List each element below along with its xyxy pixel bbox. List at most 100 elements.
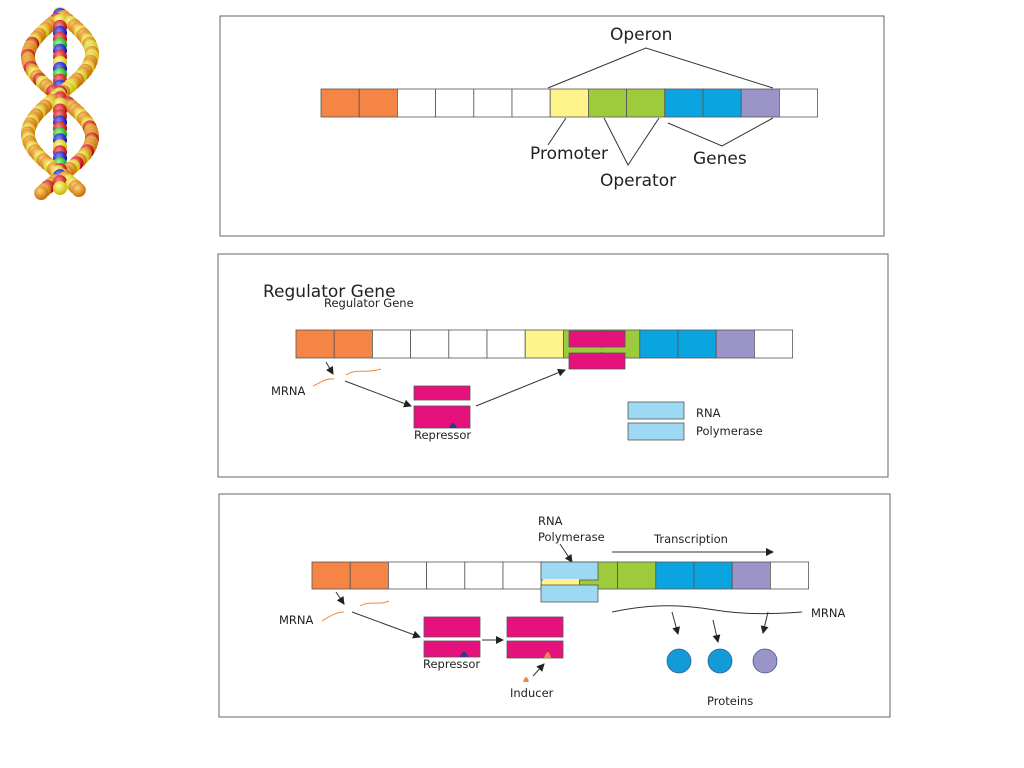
operon-bracket <box>547 47 774 89</box>
dna-segment-empty <box>779 88 819 118</box>
genes-pointer <box>667 117 774 147</box>
regulator-gene-title: Regulator Gene <box>263 282 396 302</box>
panel-3-frame <box>218 493 891 718</box>
dna-helix-image <box>21 7 99 200</box>
dna-segment-empty <box>502 561 542 590</box>
genes-label: Genes <box>693 149 747 169</box>
dna-segment-regulator <box>311 561 351 590</box>
dna-segment-regulator <box>358 88 398 118</box>
promoter-label: Promoter <box>530 144 608 164</box>
mrna-squiggle <box>345 368 382 376</box>
arrow <box>351 611 421 639</box>
repressor-site-shape <box>449 423 457 428</box>
repressor-label: Repressor <box>423 657 480 671</box>
arrow <box>760 611 769 634</box>
polymerase-label-line1: RNA <box>696 406 721 420</box>
dna-segment-regulator <box>333 329 373 359</box>
dna-segment-empty <box>464 561 504 590</box>
dna-segment-empty <box>396 88 436 118</box>
polymerase-shape <box>627 422 685 441</box>
helix-atom <box>71 183 86 197</box>
rna-polymerase <box>627 401 685 441</box>
operator-label: Operator <box>600 171 676 191</box>
dna-segment-empty <box>387 561 427 590</box>
inactivated-repressor <box>506 616 564 659</box>
dna-strip-1 <box>320 88 819 118</box>
repressor-shape <box>423 616 481 638</box>
panel-induced-operon: RNA Polymerase Transcription MRNA Repres… <box>218 493 891 718</box>
polymerase-label-line2: Polymerase <box>696 424 763 438</box>
dna-strip-2 <box>295 329 794 359</box>
promoter-band <box>543 579 579 583</box>
repressor-protein <box>413 385 471 429</box>
repressor-shape <box>423 640 481 658</box>
dna-segment-empty <box>770 561 810 590</box>
dna-segment-empty <box>410 329 450 359</box>
bound-rna-polymerase <box>540 561 599 603</box>
inducer-molecule <box>523 677 529 682</box>
arrow <box>335 591 345 605</box>
dna-segment-empty <box>473 88 513 118</box>
dna-segment-empty <box>486 329 526 359</box>
dna-segment-gene_last <box>731 561 771 590</box>
panel-1-frame <box>219 15 885 237</box>
dna-segment-gene <box>655 561 695 590</box>
dna-segment-regulator <box>295 329 335 359</box>
polymerase-shape <box>540 584 599 603</box>
arrow <box>532 663 545 677</box>
panel-repressed-operon: Regulator Gene Regulator Gene MRNA Repre… <box>217 253 889 478</box>
operator-band <box>569 348 625 352</box>
arrow <box>559 543 573 563</box>
dna-segment-promoter <box>524 329 564 359</box>
arrow <box>344 380 412 408</box>
mrna-label: MRNA <box>271 384 306 398</box>
mrna-label: MRNA <box>279 613 314 627</box>
repressor-shape <box>568 330 626 348</box>
dna-segment-empty <box>448 329 488 359</box>
dna-segment-empty <box>511 88 551 118</box>
dna-segment-gene <box>693 561 733 590</box>
dna-segment-empty <box>754 329 794 359</box>
operator-pointer <box>603 117 660 166</box>
mrna-transcript <box>611 605 803 615</box>
mrna-squiggle <box>312 378 335 387</box>
dna-segment-gene_last <box>740 88 780 118</box>
dna-segment-promoter <box>549 88 589 118</box>
inducer-label: Inducer <box>510 686 554 700</box>
proteins-group <box>666 648 778 674</box>
panel-2-frame <box>217 253 889 478</box>
dna-segment-empty <box>371 329 411 359</box>
dna-segment-operator <box>588 88 628 118</box>
polymerase-shape <box>627 401 685 420</box>
dna-segment-empty <box>426 561 466 590</box>
promoter-pointer <box>547 117 567 146</box>
dna-segment-gene_last <box>715 329 755 359</box>
repressor-label: Repressor <box>414 428 471 442</box>
regulator-gene-subtitle: Regulator Gene <box>324 296 414 310</box>
polymerase-label-line2: Polymerase <box>538 530 605 544</box>
repressor-site-shape <box>460 651 468 657</box>
dna-segment-gene <box>664 88 704 118</box>
repressor-protein <box>423 616 481 658</box>
arrow <box>712 619 721 643</box>
polymerase-shape <box>540 561 599 581</box>
helix-atom <box>34 186 49 200</box>
helix-atom <box>53 181 67 195</box>
operon-label: Operon <box>610 25 672 45</box>
dna-strip-3 <box>311 561 810 590</box>
repressor-shape <box>506 640 564 659</box>
dna-segment-empty <box>435 88 475 118</box>
dna-segment-gene <box>702 88 742 118</box>
protein-circle <box>666 648 692 674</box>
dna-segment-regulator <box>320 88 360 118</box>
dna-segment-regulator <box>349 561 389 590</box>
mrna-label: MRNA <box>811 606 846 620</box>
polymerase-label-line1: RNA <box>538 514 563 528</box>
repressor-shape <box>413 405 471 429</box>
repressor-shape <box>506 616 564 638</box>
mrna-squiggle <box>321 611 345 622</box>
dna-segment-gene <box>677 329 717 359</box>
panel-operon-structure: Operon Promoter Operator Genes <box>219 15 885 237</box>
dna-segment-operator <box>626 88 666 118</box>
